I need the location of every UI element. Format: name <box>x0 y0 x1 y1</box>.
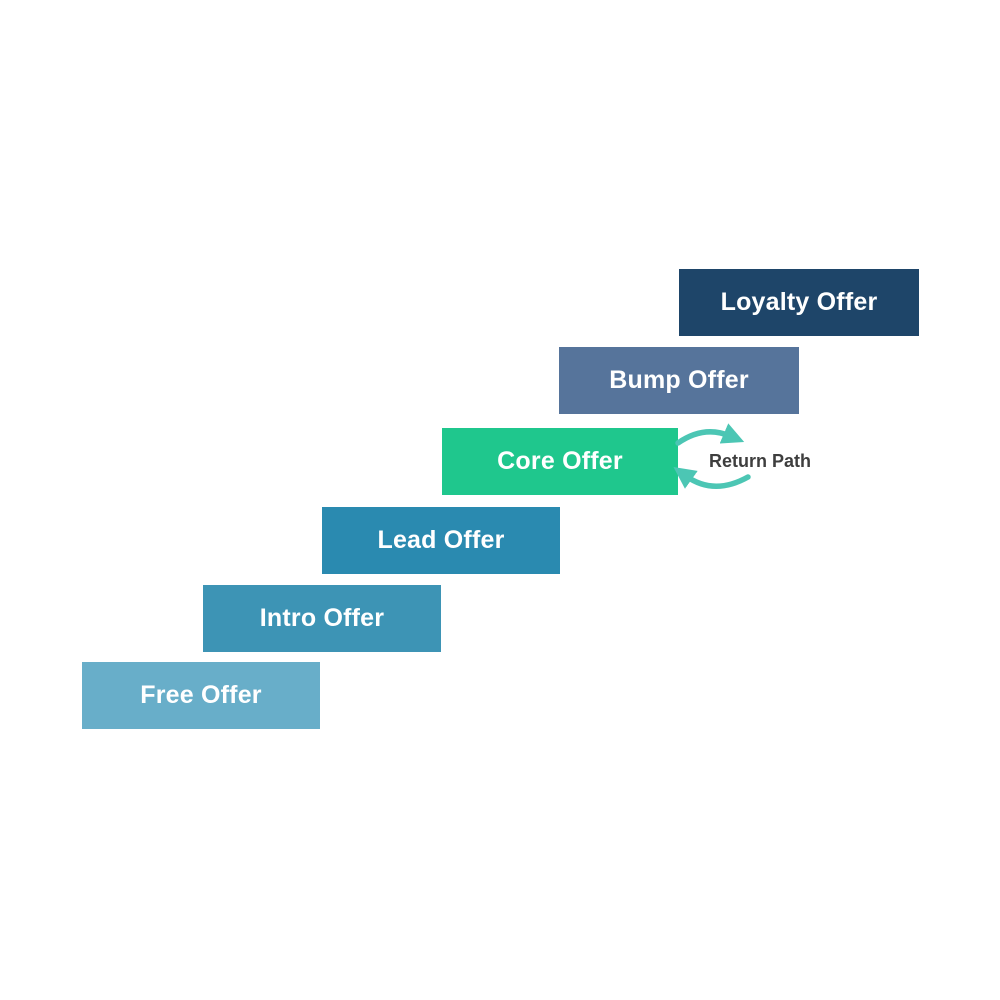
step-label: Loyalty Offer <box>720 288 878 316</box>
step-label: Bump Offer <box>609 366 749 394</box>
ladder-step-bump-offer: Bump Offer <box>559 347 799 414</box>
step-label: Core Offer <box>497 447 623 475</box>
step-label: Free Offer <box>140 681 262 709</box>
return-path-label: Return Path <box>709 451 812 471</box>
return-path-annotation: Return Path <box>666 420 836 502</box>
return-path-cycle-arrows-icon <box>673 423 751 489</box>
ladder-step-intro-offer: Intro Offer <box>203 585 441 652</box>
ladder-step-free-offer: Free Offer <box>82 662 320 729</box>
step-label: Intro Offer <box>259 604 385 632</box>
ladder-step-loyalty-offer: Loyalty Offer <box>679 269 919 336</box>
ladder-step-core-offer: Core Offer <box>442 428 678 495</box>
cycle-arrow-top-icon <box>675 423 745 446</box>
ladder-step-lead-offer: Lead Offer <box>322 507 560 574</box>
step-label: Lead Offer <box>377 526 505 554</box>
cycle-arrow-bottom-icon <box>673 467 751 489</box>
